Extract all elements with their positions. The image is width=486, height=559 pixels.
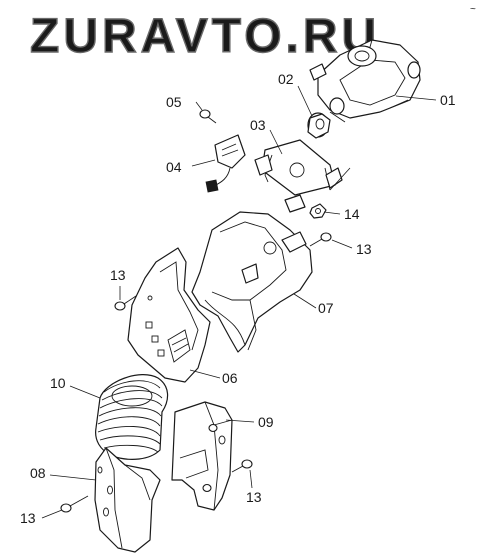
part-02-bushing [307, 112, 331, 139]
label-13-lower-right: 13 [246, 489, 262, 505]
part-06-side-shroud [127, 247, 211, 383]
label-03: 03 [250, 117, 266, 133]
bolt-13-upper-right [309, 232, 332, 247]
label-05: 05 [166, 94, 182, 110]
bolt-09-clamp [202, 423, 218, 493]
part-03-bracket [254, 139, 343, 213]
label-06: 06 [222, 370, 238, 386]
label-08: 08 [30, 465, 46, 481]
part-05-screw [199, 109, 217, 124]
label-13-bottom-left: 13 [20, 510, 36, 526]
bolt-13-left [114, 295, 137, 311]
label-13-left: 13 [110, 267, 126, 283]
watermark-text: ZURAVTO.RU [30, 10, 380, 63]
part-08-lower-tube-cover [94, 447, 161, 553]
label-07: 07 [318, 300, 334, 316]
label-13-upper-right: 13 [356, 241, 372, 257]
part-09-clamp-panel [171, 401, 233, 511]
label-14: 14 [344, 206, 360, 222]
label-04: 04 [166, 159, 182, 175]
leader-lines [41, 85, 437, 519]
part-07-lower-cover [191, 211, 313, 353]
bolt-13-lower-right [231, 459, 253, 473]
label-10: 10 [50, 375, 66, 391]
part-01-upper-housing [309, 39, 421, 123]
corner-mark: ~ [470, 4, 476, 15]
part-04-switch [205, 134, 246, 193]
label-02: 02 [278, 71, 294, 87]
part-10-corrugated-boot [95, 374, 169, 460]
bolt-13-bottom-left [60, 495, 89, 513]
label-01: 01 [440, 92, 456, 108]
part-labels: 01 02 03 04 05 06 07 08 09 10 13 13 13 1… [20, 71, 456, 526]
label-09: 09 [258, 414, 274, 430]
part-14-nut [309, 203, 327, 219]
